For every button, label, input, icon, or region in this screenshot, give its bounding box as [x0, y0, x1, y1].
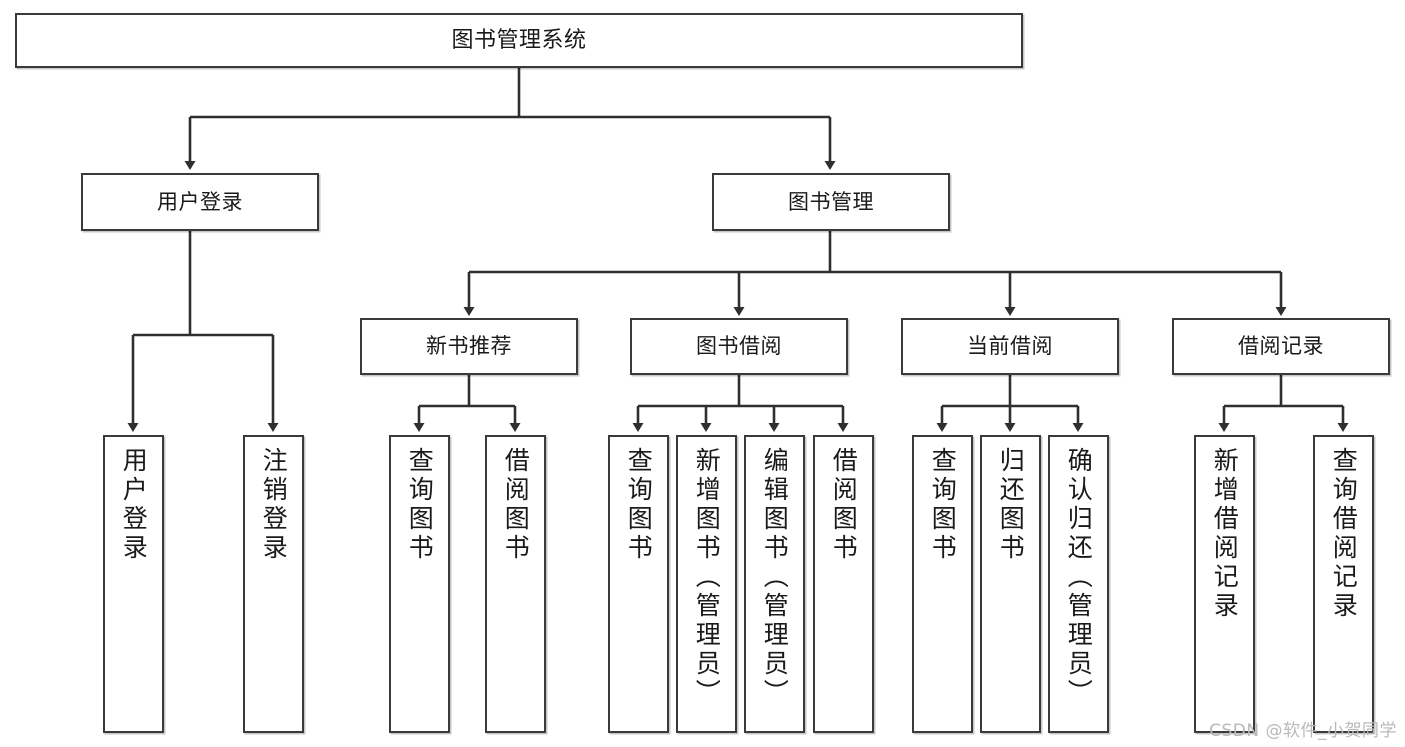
leaf-book-borrow-borrow-book[interactable]: 借阅图书 — [813, 435, 874, 733]
node-label: 归还图书 — [996, 447, 1026, 563]
node-label: 图书管理 — [788, 189, 874, 214]
node-label: 编辑图书（管理员） — [760, 447, 790, 708]
node-label: 新书推荐 — [426, 334, 512, 359]
leaf-book-borrow-edit-book-admin[interactable]: 编辑图书（管理员） — [744, 435, 805, 733]
node-label: 借阅图书 — [501, 447, 531, 563]
node-label: 查询图书 — [405, 447, 435, 563]
node-label: 新增图书（管理员） — [692, 447, 722, 708]
leaf-current-borrow-query-book[interactable]: 查询图书 — [912, 435, 973, 733]
leaf-user-login-logout[interactable]: 注销登录 — [243, 435, 304, 733]
leaf-new-book-borrow-book[interactable]: 借阅图书 — [485, 435, 546, 733]
node-borrow-record[interactable]: 借阅记录 — [1172, 318, 1390, 375]
node-user-login[interactable]: 用户登录 — [81, 173, 319, 231]
node-label: 查询借阅记录 — [1329, 447, 1359, 621]
leaf-borrow-record-add-record[interactable]: 新增借阅记录 — [1194, 435, 1255, 733]
leaf-current-borrow-return-book[interactable]: 归还图书 — [980, 435, 1041, 733]
watermark: CSDN @软件_小贺同学 — [1209, 721, 1397, 741]
leaf-user-login-login[interactable]: 用户登录 — [103, 435, 164, 733]
node-new-book-recommend[interactable]: 新书推荐 — [360, 318, 578, 375]
node-label: 当前借阅 — [967, 334, 1053, 359]
leaf-current-borrow-confirm-return-admin[interactable]: 确认归还（管理员） — [1048, 435, 1109, 733]
node-current-borrow[interactable]: 当前借阅 — [901, 318, 1119, 375]
node-label: 图书管理系统 — [451, 27, 587, 53]
node-book-borrow[interactable]: 图书借阅 — [630, 318, 848, 375]
node-label: 确认归还（管理员） — [1064, 447, 1094, 708]
node-label: 用户登录 — [119, 447, 149, 563]
node-label: 注销登录 — [259, 447, 289, 563]
node-label: 查询图书 — [624, 447, 654, 563]
leaf-book-borrow-query-book[interactable]: 查询图书 — [608, 435, 669, 733]
node-label: 借阅记录 — [1238, 334, 1324, 359]
node-label: 借阅图书 — [829, 447, 859, 563]
leaf-borrow-record-query-record[interactable]: 查询借阅记录 — [1313, 435, 1374, 733]
node-root-book-management-system[interactable]: 图书管理系统 — [15, 13, 1023, 68]
node-label: 用户登录 — [157, 189, 243, 214]
leaf-new-book-query-book[interactable]: 查询图书 — [389, 435, 450, 733]
node-book-management[interactable]: 图书管理 — [712, 173, 950, 231]
node-label: 新增借阅记录 — [1210, 447, 1240, 621]
node-label: 查询图书 — [928, 447, 958, 563]
leaf-book-borrow-add-book-admin[interactable]: 新增图书（管理员） — [676, 435, 737, 733]
node-label: 图书借阅 — [696, 334, 782, 359]
